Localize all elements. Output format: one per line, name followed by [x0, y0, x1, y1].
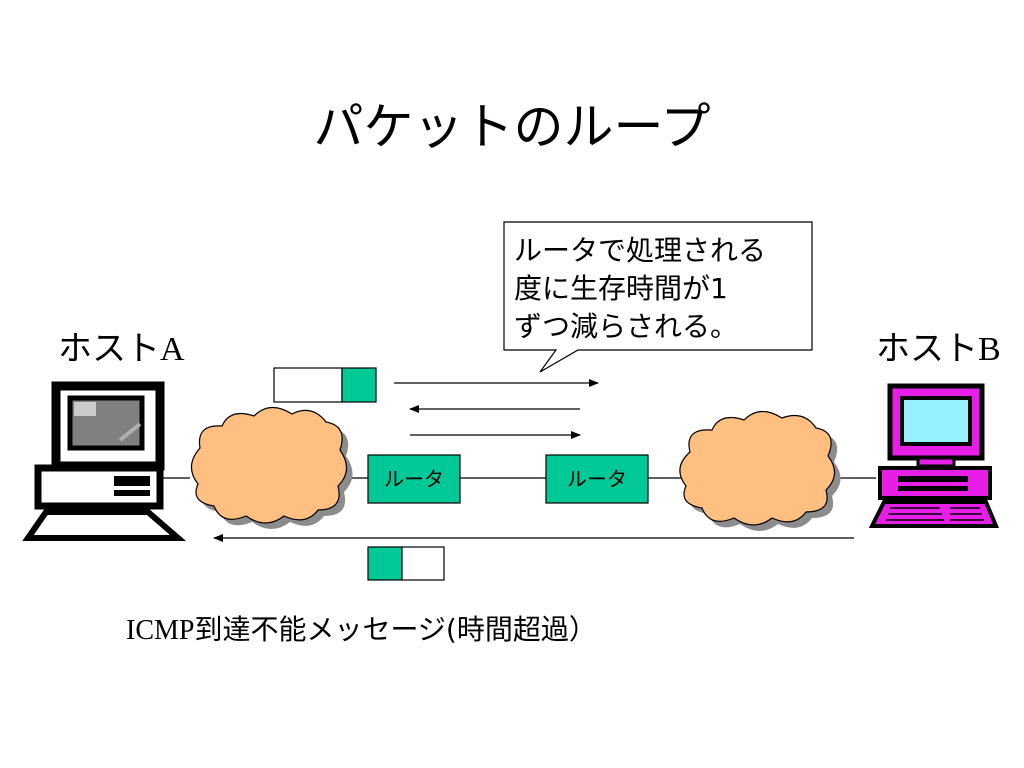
slide-title: パケットのループ: [313, 98, 711, 156]
packet-top: [273, 367, 377, 403]
network-cloud-right: [679, 410, 841, 531]
callout-text: ルータで処理される 度に生存時間が1 ずつ減らされる。: [514, 232, 809, 346]
host-b-letter: B: [978, 331, 1001, 368]
host-b-label: ホストB: [876, 329, 1001, 369]
icmp-caption: ICMP到達不能メッセージ(時間超過）: [126, 608, 597, 648]
network-cloud-left: [190, 406, 353, 529]
host-a-letter: A: [160, 331, 185, 368]
router-box-1: [367, 454, 461, 504]
router-box-2: [545, 454, 649, 504]
router-2-label: ルータ: [567, 467, 627, 491]
packet-icmp: [367, 546, 445, 581]
router-1-label: ルータ: [384, 467, 444, 491]
callout-line-2: 度に生存時間が1: [514, 272, 728, 305]
icmp-caption-text: 到達不能メッセージ(時間超過）: [194, 613, 597, 646]
host-b-name: ホスト: [876, 329, 978, 369]
host-a-name: ホスト: [58, 329, 160, 369]
host-a-label: ホストA: [58, 329, 185, 369]
callout-bubble: [503, 221, 813, 373]
callout-line-3: ずつ減らされる。: [514, 310, 739, 343]
callout-line-1: ルータで処理される: [514, 234, 767, 267]
icmp-caption-latin: ICMP: [126, 615, 195, 646]
host-b-computer-icon: [868, 383, 999, 528]
host-a-computer-icon: [22, 381, 187, 541]
